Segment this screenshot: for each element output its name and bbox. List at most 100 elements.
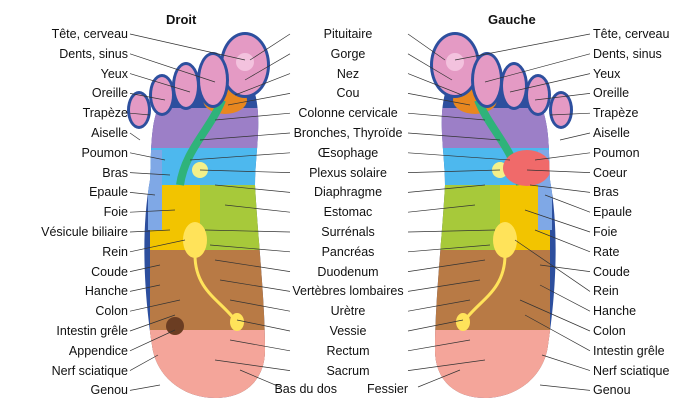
leader-right-foot-1 <box>129 33 246 61</box>
leader-right-foot-7 <box>129 152 166 161</box>
right-toe-4 <box>152 77 172 113</box>
right-stomach-zone <box>200 185 265 250</box>
leader-fessier <box>417 369 461 388</box>
leader-center-right-1 <box>249 33 291 61</box>
label-left-foot-11: Foie <box>593 225 618 239</box>
right-head-zone <box>236 53 254 71</box>
leader-right-foot-9 <box>129 192 156 196</box>
label-left-foot-19: Genou <box>593 383 631 398</box>
leader-left-foot-1 <box>454 33 591 61</box>
leader-right-foot-4 <box>129 93 166 101</box>
leader-right-foot-15 <box>129 299 181 312</box>
right-shoulder-zone <box>148 150 162 230</box>
leader-center-right-15 <box>229 299 291 312</box>
leader-center-right-3 <box>234 73 291 96</box>
leader-right-foot-5 <box>129 112 151 116</box>
label-center-14: Vertèbres lombaires <box>292 284 404 299</box>
leader-center-right-13 <box>214 259 291 272</box>
label-center-11: Surrénals <box>321 225 375 239</box>
leader-center-left-11 <box>407 229 496 233</box>
leader-center-right-18 <box>214 359 291 371</box>
label-center-12: Pancréas <box>321 244 375 259</box>
label-right-foot-19: Genou <box>90 383 128 398</box>
label-right-foot-12: Rein <box>102 244 128 259</box>
label-right-foot-14: Hanche <box>84 284 128 299</box>
left-toe-4 <box>528 77 548 113</box>
leader-center-right-16 <box>236 319 291 332</box>
label-left-foot-2: Dents, sinus <box>593 46 662 61</box>
leader-left-foot-14 <box>514 239 591 292</box>
label-right-foot-10: Foie <box>103 205 128 220</box>
leader-center-left-2 <box>407 53 453 81</box>
label-right-foot-2: Dents, sinus <box>59 46 128 61</box>
leader-center-left-15 <box>407 299 471 312</box>
label-right-foot-18: Nerf sciatique <box>51 363 128 378</box>
label-center-8: Plexus solaire <box>309 165 387 180</box>
right-bladder-zone <box>230 313 244 331</box>
leader-left-foot-4 <box>534 93 591 101</box>
label-right-foot-8: Bras <box>102 165 128 180</box>
leader-left-foot-13 <box>539 264 591 272</box>
label-right-foot-17: Appendice <box>68 343 128 358</box>
left-stomach-zone <box>435 185 500 250</box>
leader-right-foot-16 <box>129 314 176 332</box>
leader-right-foot-8 <box>129 172 171 176</box>
leader-center-left-9 <box>407 184 486 193</box>
leader-right-foot-3 <box>129 73 191 93</box>
label-center-9: Diaphragme <box>313 185 383 200</box>
leader-left-foot-12 <box>534 229 591 253</box>
leader-left-foot-19 <box>539 384 591 391</box>
label-center-7: Œsophage <box>317 145 379 160</box>
left-foot <box>430 32 573 398</box>
label-left-foot-18: Nerf sciatique <box>593 363 670 378</box>
leader-center-right-2 <box>244 53 291 81</box>
leader-center-right-11 <box>204 229 291 233</box>
leader-center-left-6 <box>407 132 501 141</box>
leader-center-right-14 <box>219 279 291 292</box>
label-right-foot-4: Oreille <box>91 86 128 101</box>
leader-right-foot-6 <box>129 132 141 141</box>
label-left-foot-4: Oreille <box>593 86 630 101</box>
leader-center-left-4 <box>407 93 471 106</box>
leader-left-foot-10 <box>544 194 591 213</box>
label-right-foot-3: Yeux <box>100 66 128 81</box>
label-bas-du-dos: Bas du dos <box>274 382 337 396</box>
leader-center-left-13 <box>407 259 486 272</box>
label-right-foot-1: Tête, cerveau <box>51 27 128 41</box>
label-center-16: Vessie <box>329 324 367 338</box>
label-right-foot-11: Vésicule biliaire <box>41 225 128 239</box>
leader-right-foot-13 <box>129 264 161 272</box>
label-left-foot-14: Rein <box>593 284 619 299</box>
label-left-foot-7: Poumon <box>593 145 640 160</box>
leader-center-left-17 <box>407 339 471 352</box>
leader-center-left-16 <box>407 319 464 332</box>
label-left-foot-13: Coude <box>593 264 630 279</box>
leader-right-foot-12 <box>129 239 186 253</box>
leader-center-right-7 <box>189 152 291 161</box>
label-center-6: Bronches, Thyroïde <box>293 126 403 140</box>
leader-left-foot-9 <box>529 184 591 193</box>
left-heart-zone <box>503 150 551 186</box>
right-ureter-zone <box>193 254 237 321</box>
label-left-foot-15: Hanche <box>593 304 637 319</box>
leader-left-foot-16 <box>519 299 591 332</box>
right-toe-2 <box>200 55 226 105</box>
left-toe-5 <box>552 94 570 126</box>
label-center-3: Nez <box>336 66 360 81</box>
label-center-5: Colonne cervicale <box>298 106 398 121</box>
label-center-10: Estomac <box>323 205 373 220</box>
label-right-foot-5: Trapèze <box>82 106 128 121</box>
label-center-4: Cou <box>336 86 360 101</box>
leader-center-right-6 <box>199 132 291 141</box>
leader-right-foot-17 <box>129 329 176 352</box>
label-left-foot-17: Intestin grêle <box>593 343 665 358</box>
leader-center-left-18 <box>407 359 486 371</box>
leader-right-foot-10 <box>129 209 176 213</box>
label-center-18: Sacrum <box>326 363 370 378</box>
label-center-1: Pituitaire <box>323 27 373 41</box>
leader-left-foot-15 <box>539 284 591 312</box>
label-left-foot-1: Tête, cerveau <box>593 27 670 41</box>
leader-left-foot-3 <box>509 73 591 93</box>
label-left-foot-9: Bras <box>593 185 619 200</box>
